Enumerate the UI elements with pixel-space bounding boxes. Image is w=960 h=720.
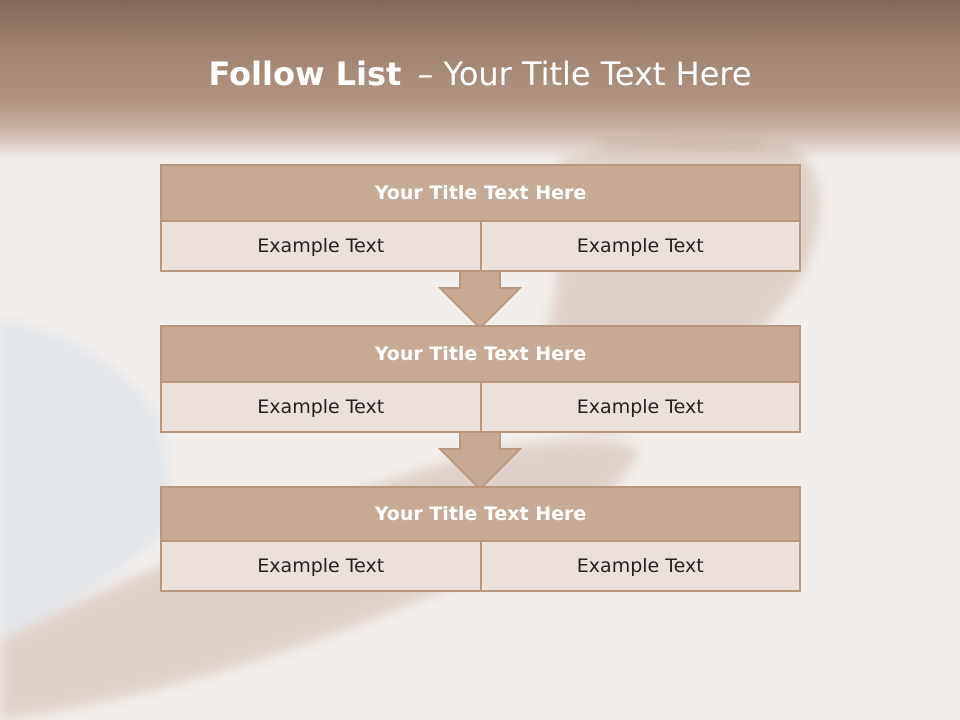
block-title: Your Title Text Here [160, 325, 801, 383]
header-band [0, 0, 960, 160]
example-text-left: Example Text [160, 222, 481, 272]
block-row: Example Text Example Text [160, 222, 801, 272]
title-strong: Follow List [208, 55, 402, 93]
down-arrow-icon [438, 431, 522, 491]
slide-title: Follow List – Your Title Text Here [0, 55, 960, 93]
list-block-2: Your Title Text Here Example Text Exampl… [160, 325, 801, 433]
example-text-right: Example Text [480, 542, 801, 592]
list-block-3: Your Title Text Here Example Text Exampl… [160, 486, 801, 592]
block-row: Example Text Example Text [160, 383, 801, 433]
example-text-left: Example Text [160, 542, 481, 592]
down-arrow-icon [438, 270, 522, 330]
title-rest: – Your Title Text Here [417, 55, 752, 93]
block-title: Your Title Text Here [160, 486, 801, 542]
block-row: Example Text Example Text [160, 542, 801, 592]
example-text-right: Example Text [480, 222, 801, 272]
list-block-1: Your Title Text Here Example Text Exampl… [160, 164, 801, 272]
block-title: Your Title Text Here [160, 164, 801, 222]
example-text-left: Example Text [160, 383, 481, 433]
example-text-right: Example Text [480, 383, 801, 433]
